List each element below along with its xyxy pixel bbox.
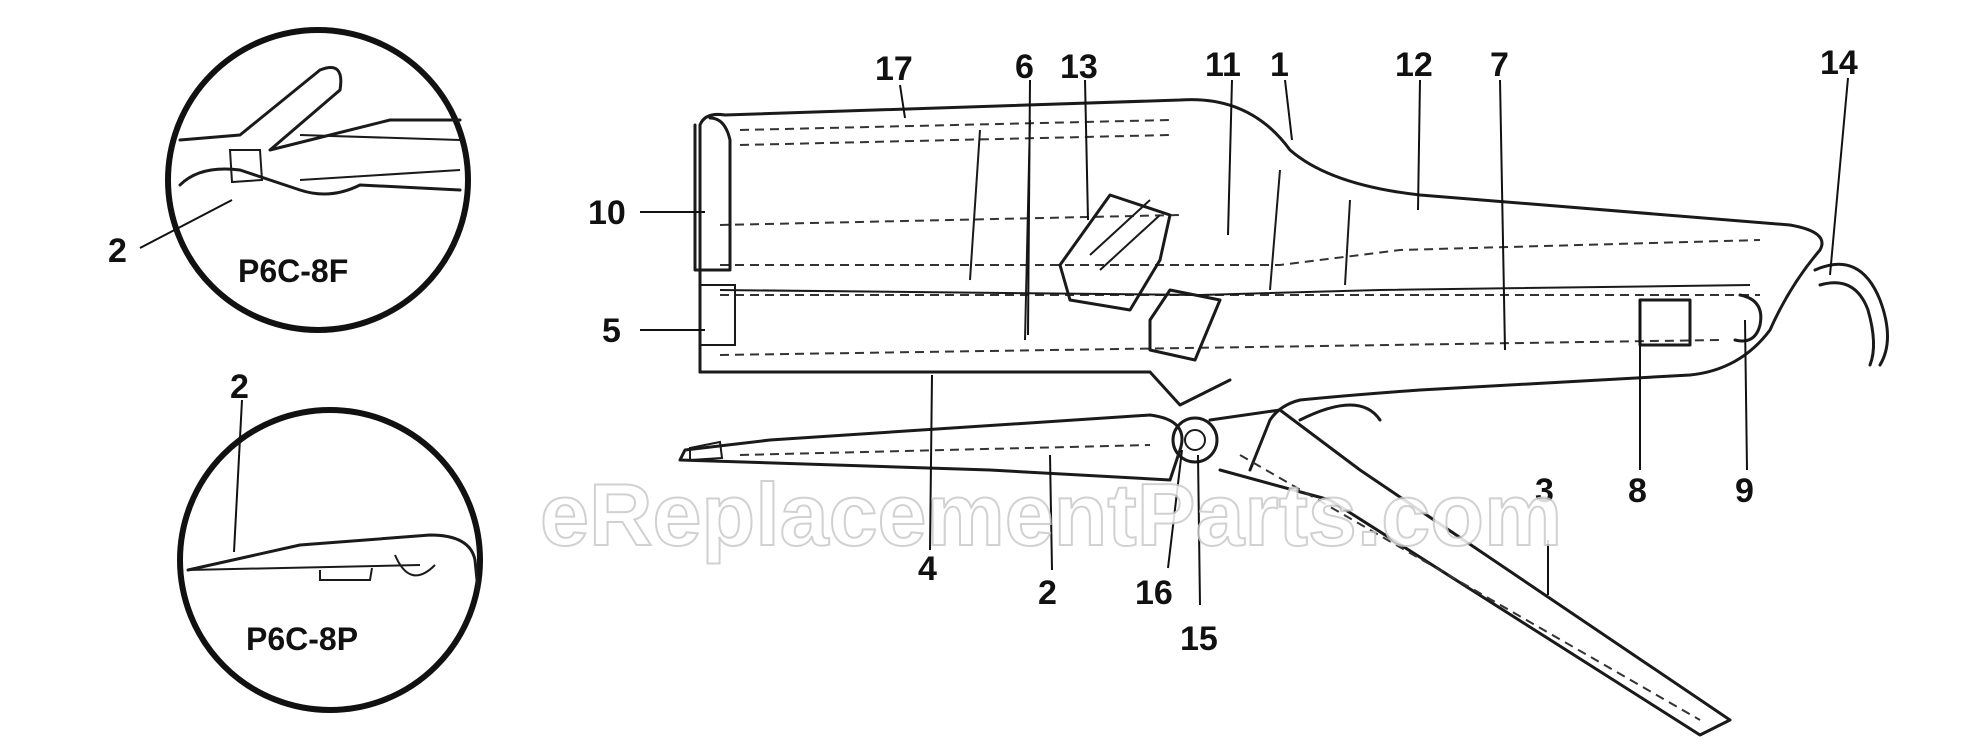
- callout-3: 3: [1535, 472, 1554, 510]
- callout-9: 9: [1735, 472, 1754, 510]
- pivot-rivet: [1171, 416, 1219, 464]
- detail-p6c-8p: 2 P6C-8P: [177, 368, 483, 713]
- detail-8p-caption: P6C-8P: [246, 621, 358, 657]
- hanger-hook: [1813, 262, 1889, 367]
- callout-8: 8: [1628, 472, 1647, 510]
- pivot-block: [1058, 193, 1172, 312]
- callout-4: 4: [918, 550, 937, 588]
- callout-13: 13: [1060, 48, 1098, 86]
- lower-handle: [1208, 408, 1732, 737]
- detail-p6c-8f: P6C-8F 2: [108, 27, 471, 333]
- stapler-main-drawing: [678, 98, 1889, 737]
- detail-8f-lower-jaw: [178, 167, 462, 196]
- callout-12: 12: [1395, 46, 1433, 84]
- watermark: eReplacementParts.com: [540, 465, 1562, 564]
- callout-6: 6: [1015, 48, 1034, 86]
- callout-2: 2: [1038, 574, 1057, 612]
- callout-10: 10: [588, 194, 626, 232]
- detail-8p-callout-2: 2: [230, 368, 249, 406]
- detail-8f-upper-jaw: [178, 66, 462, 152]
- callout-7: 7: [1490, 46, 1509, 84]
- callout-11: 11: [1205, 46, 1241, 84]
- callout-15: 15: [1180, 620, 1218, 658]
- callout-14: 14: [1820, 44, 1858, 82]
- callout-17: 17: [875, 50, 913, 88]
- leader-lines: [640, 77, 1849, 606]
- magazine-channel: [698, 370, 1232, 407]
- callout-numbers: 17 6 13 11 1 12 7 14 10 5 4 2 16 15 3 8 …: [588, 44, 1858, 658]
- callout-1: 1: [1270, 46, 1289, 84]
- detail-8f-caption: P6C-8F: [238, 253, 348, 289]
- upper-housing: [698, 98, 1824, 472]
- detail-8f-callout-2: 2: [108, 232, 127, 270]
- callout-16: 16: [1135, 574, 1173, 612]
- front-nose: [693, 116, 732, 272]
- anvil-jaw: [678, 413, 1184, 482]
- rear-spring: [1638, 298, 1692, 347]
- callout-5: 5: [602, 312, 621, 350]
- detail-8p-jaw: [186, 533, 480, 592]
